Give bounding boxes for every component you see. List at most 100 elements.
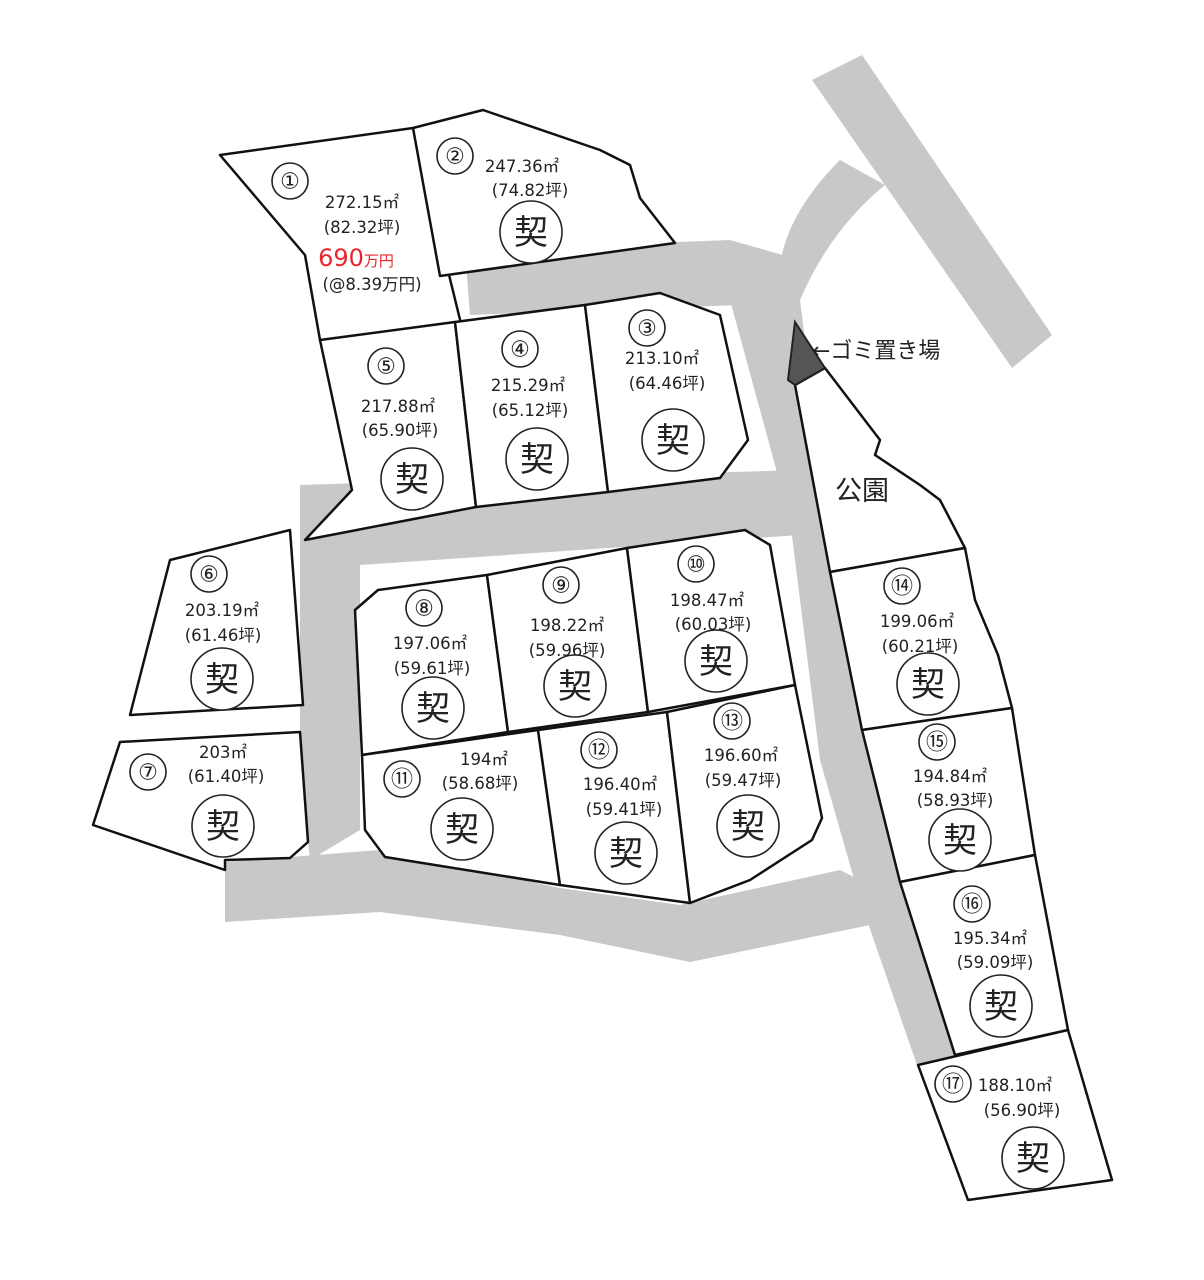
lot-6-outline[interactable] bbox=[128, 528, 305, 717]
contract-seal-circle bbox=[928, 808, 992, 872]
contract-seal: 契 bbox=[609, 834, 643, 874]
contract-seal-circle bbox=[499, 200, 563, 264]
lot-number-circle bbox=[383, 760, 421, 798]
contract-seal: 契 bbox=[395, 460, 429, 500]
lot-number-circle bbox=[501, 330, 539, 368]
lot-area: 203.19㎡ bbox=[185, 601, 260, 620]
lot-number-circle bbox=[129, 753, 167, 791]
lot-number-circle bbox=[436, 137, 474, 175]
lot-number: ⑤ bbox=[376, 355, 396, 380]
road-west bbox=[300, 510, 360, 860]
lot-area: 194.84㎡ bbox=[913, 767, 988, 786]
lot-tsubo: (65.90坪) bbox=[362, 421, 439, 440]
lot-number-circle bbox=[934, 1065, 972, 1103]
lot-3-outline[interactable] bbox=[583, 291, 750, 494]
lot-number-circle bbox=[918, 723, 956, 761]
lot-area: 196.40㎡ bbox=[583, 775, 658, 794]
contract-seal-circle bbox=[190, 647, 254, 711]
lot-13-outline[interactable] bbox=[665, 683, 824, 905]
lot-2[interactable]: ② 247.36㎡ (74.82坪) 契 bbox=[436, 137, 569, 264]
lot-tsubo: (59.61坪) bbox=[394, 659, 471, 678]
lot-10[interactable]: ⑩ 198.47㎡ (60.03坪) 契 bbox=[670, 545, 752, 693]
lot-area: 194㎡ bbox=[460, 750, 508, 769]
contract-seal-circle bbox=[641, 408, 705, 472]
lot-area: 198.47㎡ bbox=[670, 591, 745, 610]
lot-tsubo: (59.96坪) bbox=[529, 641, 606, 660]
lot-7[interactable]: ⑦ 203㎡ (61.40坪) 契 bbox=[129, 743, 264, 858]
lot-1[interactable]: ① 272.15㎡ (82.32坪) 690万円 (@8.39万円) bbox=[271, 162, 422, 294]
lot-tsubo: (64.46坪) bbox=[629, 374, 706, 393]
garbage-area bbox=[786, 319, 827, 387]
contract-seal-circle bbox=[1001, 1126, 1065, 1190]
lot-12[interactable]: ⑫ 196.40㎡ (59.41坪) 契 bbox=[580, 731, 663, 885]
lot-number: ⑫ bbox=[588, 739, 610, 764]
lot-area: 215.29㎡ bbox=[491, 376, 566, 395]
contract-seal-circle bbox=[969, 974, 1033, 1038]
lot-number: ⑩ bbox=[686, 553, 706, 578]
contract-seal: 契 bbox=[984, 987, 1018, 1027]
park-outline bbox=[793, 366, 967, 574]
road-south bbox=[225, 850, 880, 962]
lot-number-circle bbox=[190, 555, 228, 593]
lot-number: ⑥ bbox=[199, 563, 219, 588]
lot-tsubo: (74.82坪) bbox=[492, 181, 569, 200]
lot-tsubo: (59.41坪) bbox=[586, 800, 663, 819]
contract-seal: 契 bbox=[943, 821, 977, 861]
contract-seal: 契 bbox=[205, 660, 239, 700]
lot-tsubo: (82.32坪) bbox=[324, 218, 401, 237]
lot-15[interactable]: ⑮ 194.84㎡ (58.93坪) 契 bbox=[913, 723, 993, 872]
lot-number: ④ bbox=[510, 338, 530, 363]
lot-16[interactable]: ⑯ 195.34㎡ (59.09坪) 契 bbox=[953, 885, 1034, 1038]
lot-13[interactable]: ⑬ 196.60㎡ (59.47坪) 契 bbox=[704, 702, 781, 858]
contract-seal: 契 bbox=[520, 440, 554, 480]
lot-unit-price: (@8.39万円) bbox=[322, 275, 421, 294]
lot-tsubo: (56.90坪) bbox=[984, 1101, 1061, 1120]
contract-seal: 契 bbox=[731, 807, 765, 847]
lot-10-outline[interactable] bbox=[625, 528, 797, 714]
lot-11[interactable]: ⑪ 194㎡ (58.68坪) 契 bbox=[383, 750, 518, 861]
lot-area: 199.06㎡ bbox=[880, 612, 955, 631]
lot-price-value: 690 bbox=[318, 244, 364, 272]
lot-number: ⑰ bbox=[942, 1073, 964, 1098]
lot-tsubo: (59.09坪) bbox=[957, 953, 1034, 972]
lot-area: 196.60㎡ bbox=[704, 746, 779, 765]
lot-2-outline[interactable] bbox=[411, 108, 677, 278]
road-northeast bbox=[812, 55, 1052, 368]
lot-price: 690万円 bbox=[318, 244, 394, 272]
lot-5[interactable]: ⑤ 217.88㎡ (65.90坪) 契 bbox=[361, 347, 444, 511]
lot-9[interactable]: ⑨ 198.22㎡ (59.96坪) 契 bbox=[529, 566, 607, 718]
lot-number: ⑬ bbox=[721, 710, 743, 735]
lot-4[interactable]: ④ 215.29㎡ (65.12坪) 契 bbox=[491, 330, 569, 491]
lot-tsubo: (60.03坪) bbox=[675, 615, 752, 634]
lot-number: ⑦ bbox=[138, 761, 158, 786]
lot-number-circle bbox=[953, 885, 991, 923]
contract-seal: 契 bbox=[911, 665, 945, 705]
lot-area: 197.06㎡ bbox=[393, 634, 468, 653]
lot-8[interactable]: ⑧ 197.06㎡ (59.61坪) 契 bbox=[393, 589, 471, 740]
lot-17[interactable]: ⑰ 188.10㎡ (56.90坪) 契 bbox=[934, 1065, 1065, 1190]
lot-price-unit: 万円 bbox=[364, 252, 394, 270]
contract-seal-circle bbox=[896, 652, 960, 716]
contract-seal-circle bbox=[716, 794, 780, 858]
contract-seal-circle bbox=[380, 447, 444, 511]
lot-6[interactable]: ⑥ 203.19㎡ (61.46坪) 契 bbox=[185, 555, 262, 711]
lot-number-circle bbox=[883, 567, 921, 605]
lot-area: 195.34㎡ bbox=[953, 929, 1028, 948]
lot-number-circle bbox=[542, 566, 580, 604]
lot-number-circle bbox=[367, 347, 405, 385]
park-label: 公園 bbox=[835, 476, 889, 507]
lot-area: 247.36㎡ bbox=[485, 157, 560, 176]
lot-3[interactable]: ③ 213.10㎡ (64.46坪) 契 bbox=[625, 309, 706, 472]
contract-seal: 契 bbox=[558, 667, 592, 707]
contract-seal-circle bbox=[401, 676, 465, 740]
lot-area: 188.10㎡ bbox=[978, 1076, 1053, 1095]
lot-number: ⑯ bbox=[961, 893, 983, 918]
lot-number: ⑪ bbox=[391, 768, 413, 793]
contract-seal-circle bbox=[505, 427, 569, 491]
contract-seal-circle bbox=[543, 654, 607, 718]
lot-number: ⑨ bbox=[551, 574, 571, 599]
contract-seal: 契 bbox=[206, 807, 240, 847]
lot-number: ⑭ bbox=[891, 575, 913, 600]
lot-14[interactable]: ⑭ 199.06㎡ (60.21坪) 契 bbox=[880, 567, 960, 716]
